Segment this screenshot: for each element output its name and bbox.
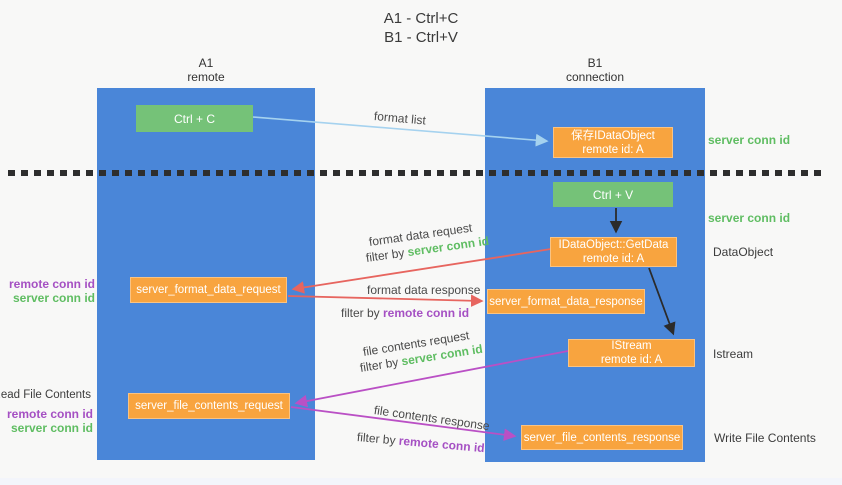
- arrow-getdata-to-istream: [648, 267, 676, 336]
- arrow-format-data-response: [287, 294, 484, 308]
- annotation-read-file-contents: Read File Contents: [0, 389, 91, 401]
- bottom-strip: [0, 478, 842, 485]
- node-istream-line1: IStream: [611, 340, 652, 352]
- annotation-write-file-contents: Write File Contents: [714, 431, 816, 445]
- arrow-format-list: [252, 116, 549, 147]
- lifeline-a1-name: A1: [198, 56, 214, 70]
- message-format-data-response: format data response: [367, 283, 481, 297]
- lifeline-header-b1: B1 connection: [485, 56, 705, 84]
- diagram-title: A1 - Ctrl+C B1 - Ctrl+V: [0, 9, 842, 47]
- annotation-file-remote-conn-id: remote conn id: [6, 407, 93, 421]
- arrow-file-contents-response: [290, 406, 517, 441]
- node-server-file-contents-request: server_file_contents_request: [128, 393, 290, 419]
- node-ctrl-v-label: Ctrl + V: [592, 187, 634, 202]
- node-server-file-contents-response: server_file_contents_response: [521, 425, 683, 450]
- arrow-file-contents-request: [294, 350, 569, 408]
- node-server-format-data-response: server_format_data_response: [487, 289, 645, 314]
- lifeline-b1-role: connection: [565, 70, 625, 84]
- message-format-data-response-filter: filter by remote conn id: [341, 306, 469, 320]
- node-save-idataobject-line2: remote id: A: [582, 143, 644, 156]
- annotation-request-server-conn-id: server conn id: [12, 291, 95, 305]
- node-save-idataobject-line1: 保存IDataObject: [571, 129, 655, 142]
- node-server-format-data-response-label: server_format_data_response: [489, 295, 643, 308]
- annotation-request-remote-conn-id: remote conn id: [8, 277, 95, 291]
- lifeline-b1-name: B1: [587, 56, 603, 70]
- node-istream-line2: remote id: A: [600, 354, 663, 366]
- lifeline-header-a1: A1 remote: [97, 56, 315, 84]
- node-idataobject-getdata: IDataObject::GetData remote id: A: [550, 237, 677, 267]
- node-server-format-data-request: server_format_data_request: [130, 277, 287, 303]
- node-server-format-data-request-label: server_format_data_request: [136, 284, 281, 296]
- node-istream: IStream remote id: A: [568, 339, 695, 367]
- node-idataobject-getdata-line1: IDataObject::GetData: [558, 239, 669, 251]
- filter-remote-conn-id: remote conn id: [383, 306, 470, 320]
- arrow-format-data-request: [291, 248, 552, 294]
- node-server-file-contents-request-label: server_file_contents_request: [135, 400, 283, 412]
- lifeline-a1-role: remote: [187, 70, 225, 84]
- node-save-idataobject: 保存IDataObject remote id: A: [553, 127, 673, 158]
- node-ctrl-c-label: Ctrl + C: [173, 111, 215, 126]
- annotation-server-conn-id-top: server conn id: [708, 133, 791, 147]
- title-line-2: B1 - Ctrl+V: [384, 29, 458, 46]
- node-idataobject-getdata-line2: remote id: A: [582, 253, 645, 265]
- annotation-file-server-conn-id: server conn id: [10, 421, 93, 435]
- annotation-dataobject: DataObject: [713, 245, 774, 259]
- filter-by-text: filter by: [341, 306, 384, 320]
- annotation-server-conn-id-mid: server conn id: [708, 211, 791, 225]
- annotation-istream: Istream: [713, 347, 754, 361]
- node-ctrl-c: Ctrl + C: [136, 105, 253, 132]
- node-ctrl-v: Ctrl + V: [553, 182, 673, 207]
- phase-divider-dashed-line: [8, 170, 826, 176]
- node-server-file-contents-response-label: server_file_contents_response: [523, 431, 681, 444]
- title-line-1: A1 - Ctrl+C: [383, 10, 459, 27]
